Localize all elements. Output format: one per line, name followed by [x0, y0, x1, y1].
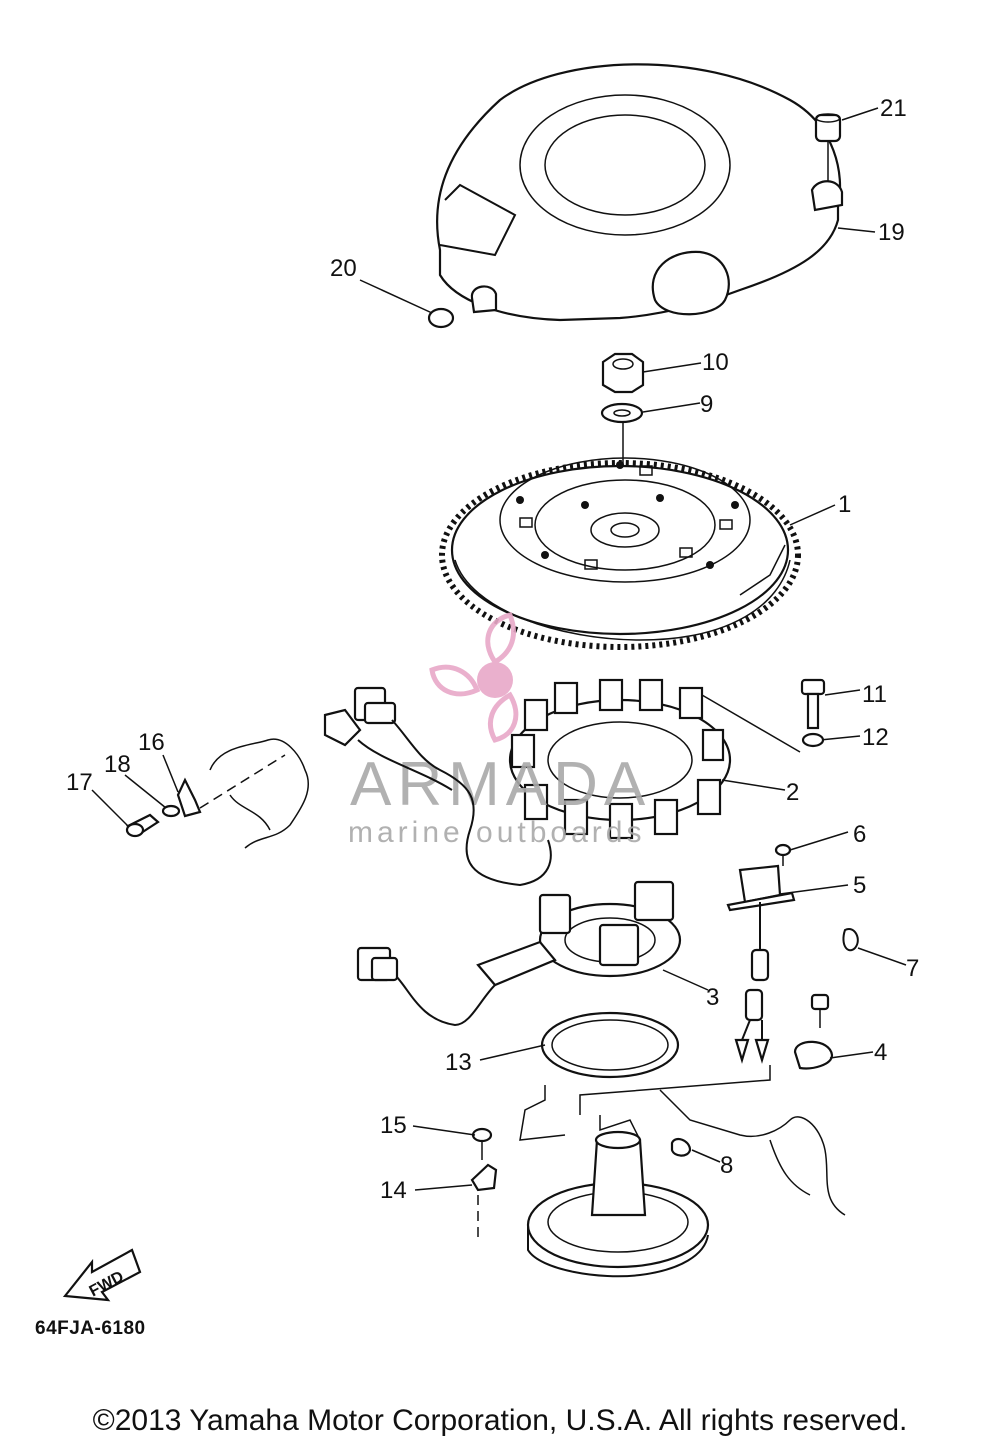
stator-part-2 — [508, 678, 801, 840]
fwd-direction-arrow: FWD — [62, 1248, 142, 1302]
copyright-notice: ©2013 Yamaha Motor Corporation, U.S.A. A… — [92, 1404, 908, 1437]
watermark-brand: ARMADA — [350, 750, 651, 819]
callout-2: 2 — [786, 779, 799, 806]
drawing-code: 64FJA-6180 — [35, 1318, 146, 1339]
callout-11: 11 — [862, 681, 887, 708]
grommet-part-20 — [427, 307, 455, 329]
callout-5: 5 — [853, 872, 866, 899]
bracket-part-16 — [176, 777, 202, 818]
clamp-part-4 — [579, 993, 834, 1115]
washer-part-12 — [801, 732, 825, 748]
callout-18: 18 — [104, 751, 131, 778]
callout-16: 16 — [138, 729, 165, 756]
flywheel-part-1 — [439, 457, 801, 650]
callout-17: 17 — [66, 769, 93, 796]
callout-8: 8 — [720, 1152, 733, 1179]
sensor-part-5 — [726, 864, 796, 1064]
callout-1: 1 — [838, 491, 851, 518]
callout-13: 13 — [445, 1049, 472, 1076]
pulser-coil-part-3 — [356, 880, 682, 1027]
callout-21: 21 — [880, 95, 907, 122]
washer-part-18 — [161, 804, 181, 818]
bracket-part-14 — [470, 1163, 498, 1240]
callout-12: 12 — [862, 724, 889, 751]
callout-15: 15 — [380, 1112, 407, 1139]
stator-harness — [323, 686, 552, 887]
screw-part-6 — [774, 843, 792, 866]
callout-9: 9 — [700, 391, 713, 418]
clip-part-7 — [842, 928, 859, 952]
callout-7: 7 — [906, 955, 919, 982]
leader-lines — [91, 107, 907, 1191]
callout-6: 6 — [853, 821, 866, 848]
base-housing — [519, 1085, 846, 1278]
callout-3: 3 — [706, 984, 719, 1011]
ring-part-13 — [540, 1011, 680, 1079]
grommet-part-21 — [814, 113, 842, 182]
callout-19: 19 — [878, 219, 905, 246]
bolt-part-11 — [800, 678, 826, 730]
callout-4: 4 — [874, 1039, 887, 1066]
watermark: ARMADA marine outboards — [348, 612, 651, 849]
callout-10: 10 — [702, 349, 729, 376]
screw-part-15 — [471, 1127, 493, 1160]
callout-labels: 1 2 3 4 5 6 7 8 9 10 11 12 13 14 15 16 1… — [66, 95, 919, 1204]
flywheel-cover-part-19 — [436, 63, 844, 322]
nut-part-10 — [601, 352, 645, 394]
callout-20: 20 — [330, 255, 357, 282]
callout-14: 14 — [380, 1177, 407, 1204]
propeller-logo — [429, 612, 519, 743]
watermark-tagline: marine outboards — [348, 816, 645, 849]
bolt-part-17 — [125, 813, 160, 838]
washer-part-9 — [600, 402, 644, 424]
